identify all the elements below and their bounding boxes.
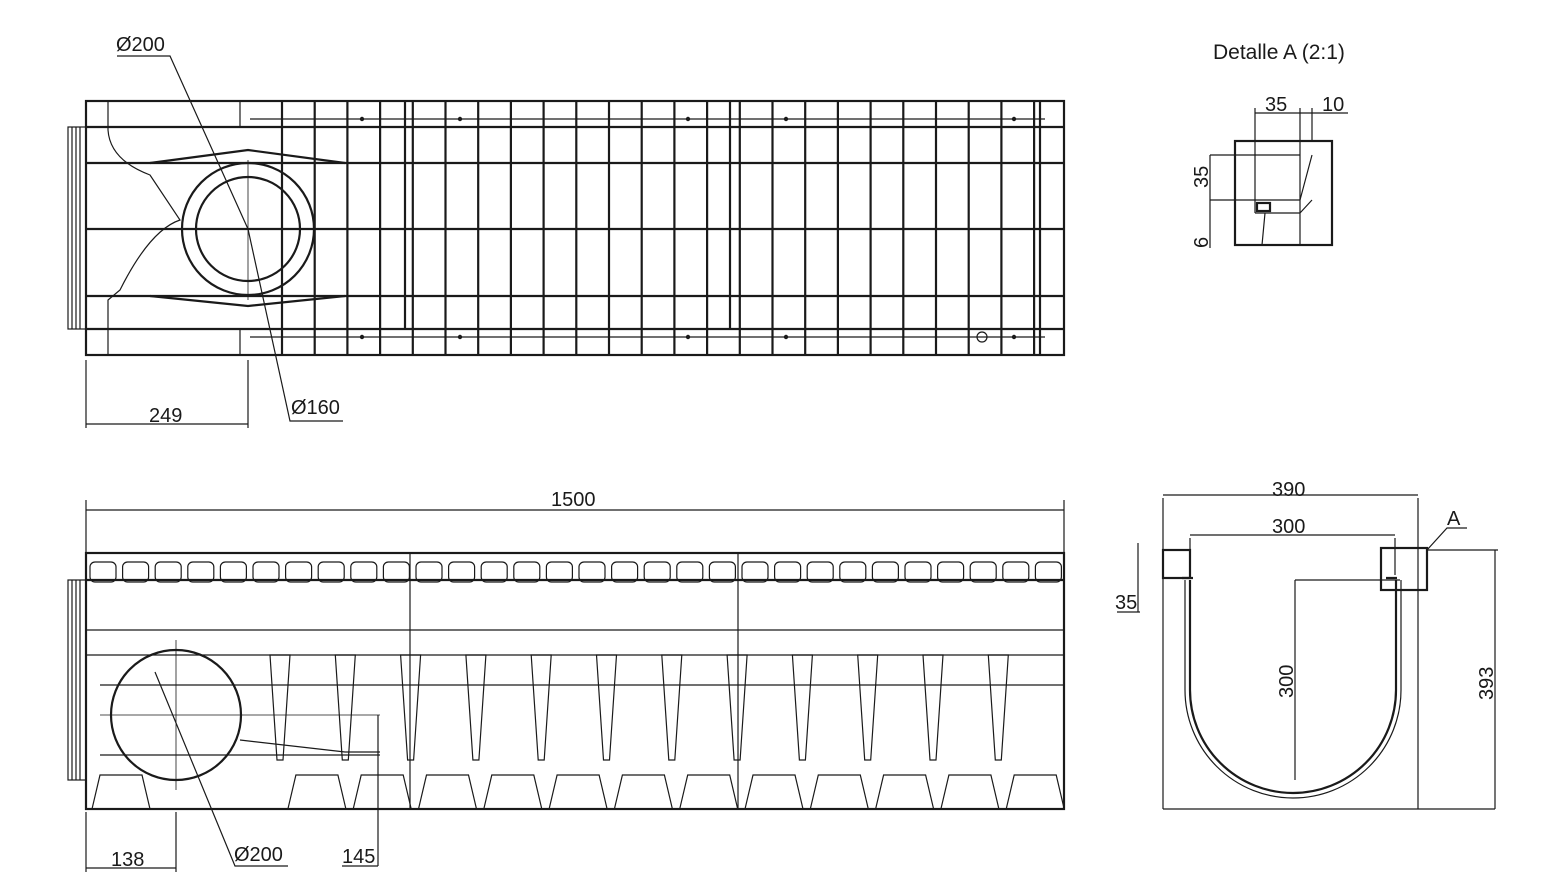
grate-slot [513,561,541,583]
dim-side-offset-138: 138 [111,849,144,871]
dim-side-height-145: 145 [342,846,375,868]
support-foot [352,774,412,810]
bolt-dot [783,116,789,122]
grate-slot [806,561,834,583]
wedge-rib [399,654,422,761]
grate-slot [610,561,639,583]
wedge-rib [922,654,944,761]
grate-slot [121,561,150,583]
detail-dim-10: 10 [1322,94,1344,116]
support-foot [744,774,804,810]
grate-slot [317,561,345,583]
wedge-rib [334,654,356,761]
wedge-rib [661,654,683,761]
bolt-dot [783,334,789,340]
plan-dimensions: Ø200 Ø160 249 [85,34,343,428]
wedge-rib [857,654,879,761]
grate-slot [773,561,802,583]
grate-slot [382,561,410,583]
bolt-dot [359,334,365,340]
grate-slot [871,561,900,583]
support-foot [679,774,739,810]
cross-section: 390 300 300 393 35 A [1115,479,1498,810]
bolt-dot [457,116,463,122]
wedge-rib [465,654,487,761]
bolt-dot [359,116,365,122]
detail-dim-35-height: 35 [1191,166,1213,188]
grate-slot [643,561,671,583]
support-foot [483,774,543,810]
grate-slot [350,561,378,583]
grate-slot [219,561,247,583]
dim-section-inner-width: 300 [1272,516,1305,538]
dim-section-outer-width: 390 [1272,479,1305,501]
grate-slot [904,561,932,583]
grate-slot [89,561,117,583]
grate-slot [545,561,574,583]
wedge-rib [726,654,748,761]
elevation-dimensions: 138 Ø200 145 [85,671,379,872]
bolt-dot [685,116,691,122]
grate-slot [708,561,737,583]
wedge-rib [530,654,552,761]
grate-slot [415,561,443,583]
detail-title: Detalle A (2:1) [1213,41,1345,64]
grate-slot [154,561,182,583]
grate-slot [252,561,280,583]
grate-slot [1002,561,1030,583]
support-foot [548,774,608,810]
grate-slot [448,561,476,583]
detail-dim-6: 6 [1191,237,1213,248]
elevation-view: 1500 [67,489,1066,811]
dim-overall-length: 1500 [551,489,596,511]
dim-section-inner-depth: 300 [1276,665,1298,698]
support-foot [1005,774,1065,810]
support-foot [91,774,151,810]
wedge-rib [269,654,291,761]
support-foot [287,774,347,810]
bolt-dot [1011,116,1017,122]
dim-section-total-height: 393 [1476,667,1498,700]
dim-section-flange: 35 [1115,592,1137,614]
grate-slot [936,561,965,583]
dim-top-diameter-200: Ø200 [116,34,165,56]
grate-slot [839,561,867,583]
grate-slot [676,561,704,583]
wedge-rib [791,654,814,761]
detail-dim-35-width: 35 [1265,94,1287,116]
support-foot [940,774,1000,810]
support-foot [809,774,869,810]
grate-slot [578,561,606,583]
support-foot [417,774,478,810]
wedge-rib [987,654,1009,761]
dim-top-offset-249: 249 [149,405,182,427]
wedge-rib [595,654,618,761]
detail-a: Detalle A (2:1) 35 10 35 6 [1191,41,1348,248]
bolt-dot [685,334,691,340]
grate-slot [1034,561,1063,583]
bolt-dot [1011,334,1017,340]
support-foot [613,774,673,810]
dim-side-diameter-200: Ø200 [234,844,283,866]
grate-slot [969,561,997,583]
grate-slot [480,561,508,583]
plan-view [67,99,1066,357]
bolt-dot [457,334,463,340]
support-foot [875,774,935,810]
detail-marker-a: A [1447,508,1461,530]
grate-slot [741,561,769,583]
grate-slot [285,561,313,583]
grate-slot [187,561,215,583]
dim-top-diameter-160: Ø160 [291,397,340,419]
